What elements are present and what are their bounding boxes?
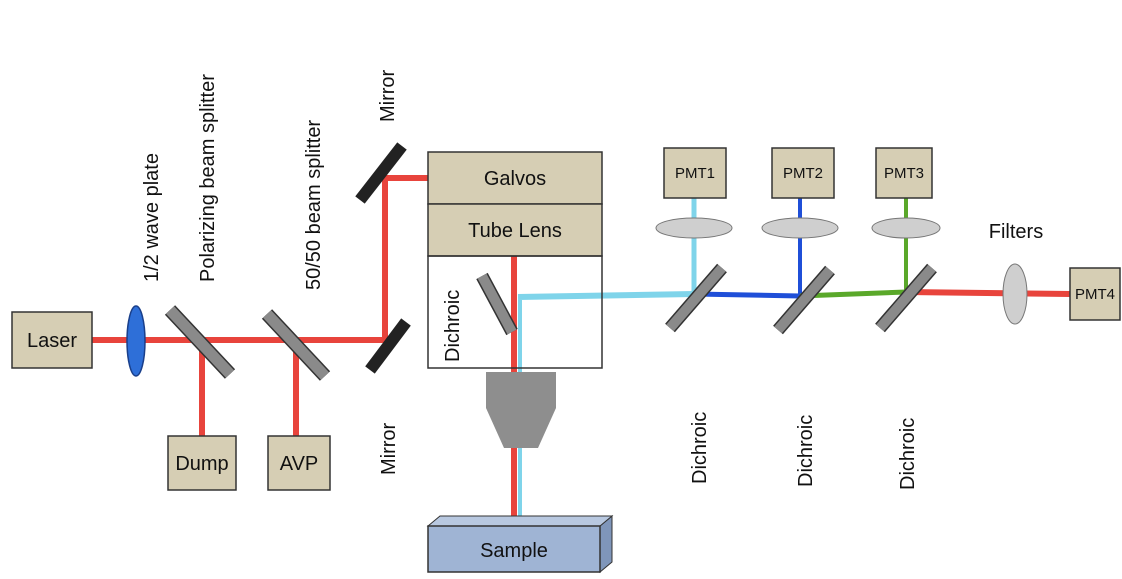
pmt1-box: PMT1 — [663, 147, 727, 199]
beam-splitter-5050-face — [262, 310, 330, 380]
laser-box: Laser — [11, 311, 93, 369]
sample-label: Sample — [480, 540, 548, 562]
tube-lens-box: Tube Lens — [427, 203, 603, 257]
polarizing-beam-splitter-label: Polarizing beam splitter — [197, 74, 219, 282]
pmt1-label: PMT1 — [675, 165, 715, 182]
lens-3-icon — [871, 217, 941, 239]
dichroic-3-label: Dichroic — [897, 418, 919, 490]
pmt4-label: PMT4 — [1075, 286, 1115, 303]
avp-box: AVP — [267, 435, 331, 491]
dichroic-2-face — [774, 266, 834, 334]
sample-box: Sample — [426, 514, 614, 574]
lens-2-icon — [761, 217, 839, 239]
pmt2-box: PMT2 — [771, 147, 835, 199]
galvos-label: Galvos — [484, 168, 546, 190]
avp-label: AVP — [280, 453, 319, 475]
lens-1-icon — [655, 217, 733, 239]
red-beam-to-pmt4 — [905, 289, 1071, 297]
wave-plate-label: 1/2 wave plate — [141, 153, 163, 282]
dichroic-3-face — [876, 264, 936, 332]
emission-beam-horizontal — [517, 291, 695, 300]
dichroic-1-label: Dichroic — [689, 412, 711, 484]
polarizing-beam-splitter-face — [165, 306, 235, 378]
laser-label: Laser — [27, 330, 77, 352]
mirror-top-label: Mirror — [377, 69, 399, 122]
pmt2-label: PMT2 — [783, 165, 823, 182]
dump-box: Dump — [167, 435, 237, 491]
pmt3-label: PMT3 — [884, 165, 924, 182]
dichroic-1-face — [666, 264, 726, 332]
dichroic-main-label: Dichroic — [442, 290, 464, 362]
beam-paths — [92, 175, 1071, 524]
blue-beam-horizontal — [693, 291, 801, 299]
pmt4-box: PMT4 — [1069, 267, 1121, 321]
dichroic-main-face — [477, 273, 517, 335]
pmt3-box: PMT3 — [875, 147, 933, 199]
wave-plate-icon — [126, 305, 146, 377]
mirror-bottom-label: Mirror — [378, 422, 400, 475]
galvos-box: Galvos — [427, 151, 603, 205]
mirror-top-icon — [355, 142, 407, 204]
tube-lens-label: Tube Lens — [468, 220, 562, 242]
filters-label: Filters — [989, 221, 1043, 243]
dichroic-2-label: Dichroic — [795, 415, 817, 487]
dichroic-main-box: Dichroic — [427, 255, 603, 369]
filter-lens-icon — [1002, 263, 1028, 325]
dump-label: Dump — [175, 453, 228, 475]
beam-splitter-5050-label: 50/50 beam splitter — [303, 120, 325, 290]
mirror-bottom-icon — [365, 318, 411, 374]
green-beam-horizontal — [799, 289, 907, 299]
objective-lens-icon — [486, 372, 556, 448]
